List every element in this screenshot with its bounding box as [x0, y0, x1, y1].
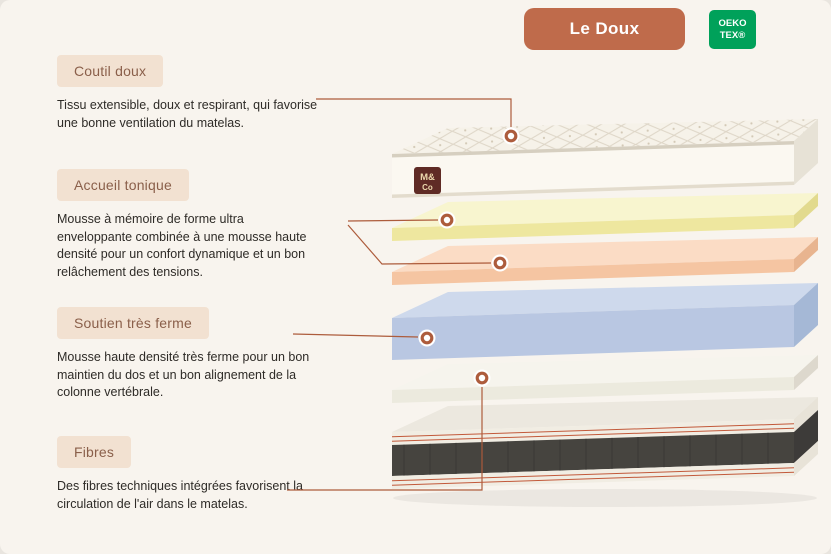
callout-label-coutil: Coutil doux [57, 55, 164, 87]
svg-text:M&: M& [420, 172, 435, 183]
product-name-badge: Le Doux [524, 8, 685, 50]
base-red-stripes [391, 423, 795, 486]
oeko-tex-line1: OEKO [718, 18, 747, 30]
callout-description-fibres: Des fibres techniques intégrées favorise… [57, 479, 303, 511]
brand-logo: M& Co [414, 167, 441, 194]
callout-label-soutien: Soutien très ferme [57, 307, 209, 339]
marker-dynamic-foam[interactable] [491, 254, 509, 272]
layer-support-foam [392, 283, 818, 360]
callout-label-accueil: Accueil tonique [57, 169, 189, 201]
layer-base [391, 397, 818, 489]
marker-quilted-cover[interactable] [502, 127, 520, 145]
oeko-tex-badge: OEKO TEX® [709, 10, 756, 49]
ground-shadow [393, 489, 817, 507]
connector-soutien [292, 333, 419, 338]
marker-fibre-layer[interactable] [473, 369, 491, 387]
callout-accueil-tonique: Accueil tonique Mousse à mémoire de form… [57, 169, 325, 281]
layer-quilted-cover: M& Co [392, 119, 818, 198]
product-name: Le Doux [569, 19, 640, 38]
callout-connectors [287, 98, 512, 491]
callout-soutien-ferme: Soutien très ferme Mousse haute densité … [57, 307, 325, 402]
connector-fibres [287, 387, 483, 491]
layer-fibre [392, 355, 818, 403]
binding-tape-top [392, 141, 794, 158]
callout-fibres: Fibres Des fibres techniques intégrées f… [57, 436, 325, 513]
layer-memory-foam [392, 193, 818, 241]
marker-memory-foam[interactable] [438, 211, 456, 229]
callout-description-accueil: Mousse à mémoire de forme ultra envelopp… [57, 212, 307, 279]
svg-text:Co: Co [422, 183, 433, 192]
connector-coutil [316, 98, 512, 127]
callout-coutil-doux: Coutil doux Tissu extensible, doux et re… [57, 55, 325, 132]
oeko-tex-line2: TEX® [719, 29, 746, 41]
callout-label-fibres: Fibres [57, 436, 132, 468]
callout-description-coutil: Tissu extensible, doux et respirant, qui… [57, 98, 318, 130]
connector-accueil-b [347, 224, 492, 265]
marker-support-foam[interactable] [418, 329, 436, 347]
layer-markers [418, 127, 520, 387]
binding-tape-bottom [392, 181, 794, 198]
callout-description-soutien: Mousse haute densité très ferme pour un … [57, 350, 310, 399]
connector-accueil-a [347, 219, 439, 222]
layer-dynamic-foam [392, 237, 818, 285]
